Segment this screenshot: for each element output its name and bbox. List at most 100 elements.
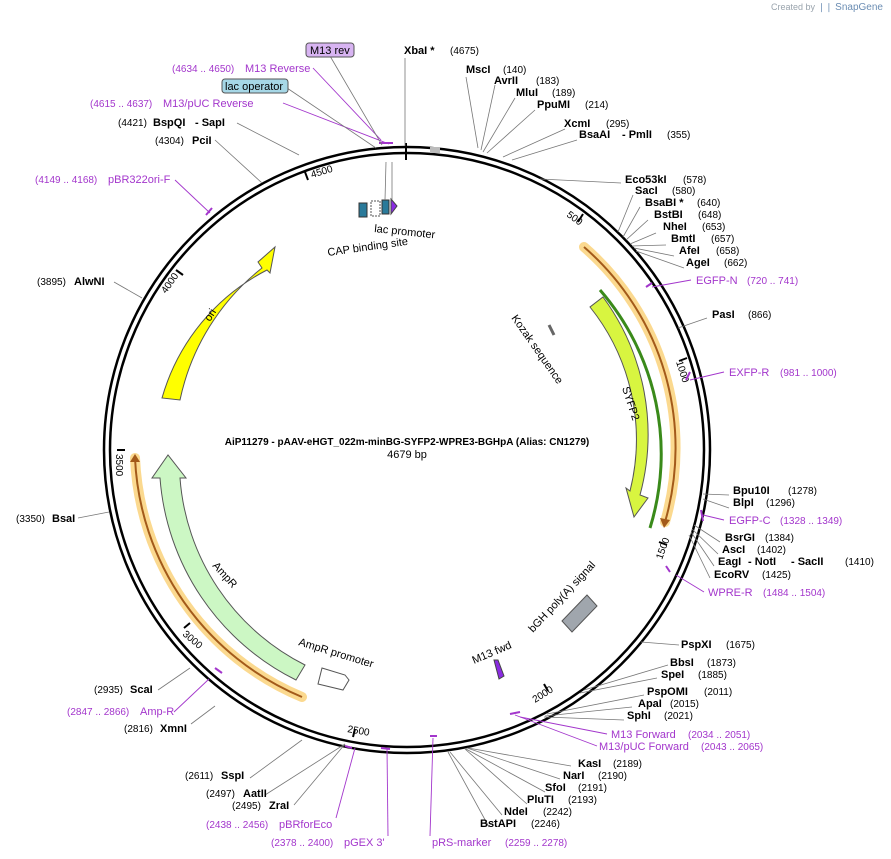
site-label[interactable]: BspQI (153, 117, 185, 129)
site-label[interactable]: PluTI (527, 794, 554, 806)
primer-label[interactable]: M13/pUC Forward (599, 741, 689, 753)
primer-label[interactable]: WPRE-R (708, 587, 753, 599)
site-label[interactable]: SacI (635, 185, 658, 197)
primer-label[interactable]: pBRforEco (279, 819, 332, 831)
site-pos: (1410) (845, 557, 874, 568)
feature-label-ori: ori (202, 307, 219, 324)
primer-pos: (4149 .. 4168) (35, 175, 97, 186)
primer-label[interactable]: pBR322ori-F (108, 174, 171, 186)
site-label[interactable]: BsaBI * (645, 197, 684, 209)
primer-label[interactable]: M13/pUC Reverse (163, 98, 253, 110)
site-label[interactable]: MluI (516, 87, 538, 99)
site-label[interactable]: BlpI (733, 497, 754, 509)
site-label[interactable]: NdeI (504, 806, 528, 818)
site-label[interactable]: EagI (718, 556, 741, 568)
credit-brand: SnapGene (835, 2, 883, 13)
site-label[interactable]: AgeI (686, 257, 710, 269)
site-pos: (1425) (762, 570, 791, 581)
primer-label[interactable]: Amp-R (140, 706, 174, 718)
site-label[interactable]: PciI (192, 135, 212, 147)
lac-promoter-feature[interactable] (370, 200, 381, 217)
primer-label[interactable]: M13 Reverse (245, 63, 310, 75)
restriction-sites: XbaI * (4675) MscI (140) AvrII (183) Mlu… (16, 45, 874, 830)
primer-pos: (4634 .. 4650) (172, 64, 234, 75)
m13-fwd-feature[interactable] (493, 659, 505, 680)
site-label[interactable]: BstBI (654, 209, 683, 221)
site-label[interactable]: XcmI (564, 118, 590, 130)
site-pos: (578) (683, 175, 706, 186)
primer-pos: (4615 .. 4637) (90, 99, 152, 110)
site-pos: (2246) (531, 819, 560, 830)
site-label[interactable]: SpeI (661, 669, 684, 681)
site-label[interactable]: SfoI (545, 782, 566, 794)
site-label[interactable]: AatII (243, 788, 267, 800)
site-label[interactable]: BsrGI (725, 532, 755, 544)
site-label[interactable]: ZraI (269, 800, 289, 812)
primer-label[interactable]: pRS-marker (432, 837, 492, 849)
lac-operator-box[interactable] (221, 78, 289, 94)
site-pos: (2189) (613, 759, 642, 770)
site-label[interactable]: XmnI (160, 723, 187, 735)
boxed-labels: M13 rev lac operator (221, 42, 383, 149)
primer-pos: (2847 .. 2866) (67, 707, 129, 718)
ampr-promoter-feature[interactable] (317, 667, 350, 691)
ampr-feature[interactable] (151, 454, 306, 681)
site-label[interactable]: KasI (578, 758, 601, 770)
site-pos: (640) (697, 198, 720, 209)
site-pos: (580) (672, 186, 695, 197)
syfp2-feature[interactable] (589, 296, 649, 519)
site-label[interactable]: - PmlI (622, 129, 652, 141)
site-label[interactable]: Bpu10I (733, 485, 770, 497)
site-label[interactable]: NarI (563, 770, 584, 782)
site-label[interactable]: BbsI (670, 657, 694, 669)
site-label[interactable]: EcoRV (714, 569, 750, 581)
site-label[interactable]: AvrII (494, 75, 518, 87)
site-pos: (2935) (94, 685, 123, 696)
site-label[interactable]: BmtI (671, 233, 695, 245)
primer-label[interactable]: pGEX 3' (344, 837, 385, 849)
site-label[interactable]: - SacII (791, 556, 823, 568)
site-label[interactable]: Eco53kI (625, 174, 667, 186)
site-pos: (648) (698, 210, 721, 221)
site-label[interactable]: ApaI (638, 698, 662, 710)
site-pos: (2011) (704, 687, 732, 698)
site-label[interactable]: BsaAI (579, 129, 610, 141)
site-label[interactable]: SphI (627, 710, 651, 722)
hatched-region (430, 147, 440, 153)
kozak-feature[interactable] (547, 324, 556, 336)
site-label[interactable]: AscI (722, 544, 745, 556)
site-label[interactable]: PspXI (681, 639, 712, 651)
site-label[interactable]: - NotI (748, 556, 776, 568)
site-label[interactable]: AfeI (679, 245, 700, 257)
site-pos: (4304) (155, 136, 184, 147)
site-label[interactable]: AlwNI (74, 276, 105, 288)
site-label[interactable]: SspI (221, 770, 244, 782)
lac-operator-feature[interactable] (381, 199, 390, 215)
ori-feature[interactable] (161, 245, 276, 401)
primer-label[interactable]: M13 Forward (611, 729, 676, 741)
m13-rev-feature[interactable] (390, 197, 398, 216)
primer-label[interactable]: EXFP-R (729, 367, 769, 379)
site-label[interactable]: ScaI (130, 684, 153, 696)
site-pos: (2242) (543, 807, 572, 818)
site-label[interactable]: BsaI (52, 513, 75, 525)
site-label[interactable]: PspOMI (647, 686, 688, 698)
site-pos: (1296) (766, 498, 795, 509)
bgh-polya-feature[interactable] (561, 594, 598, 633)
site-label[interactable]: XbaI * (404, 45, 435, 57)
site-label[interactable]: NheI (663, 221, 687, 233)
primer-label[interactable]: EGFP-C (729, 515, 771, 527)
site-pos: (1402) (757, 545, 786, 556)
site-label[interactable]: PpuMI (537, 99, 570, 111)
site-label[interactable]: PasI (712, 309, 735, 321)
cap-binding-site-feature[interactable] (358, 202, 368, 218)
site-pos: (295) (606, 119, 629, 130)
primer-label[interactable]: EGFP-N (696, 275, 738, 287)
site-label[interactable]: - SapI (195, 117, 225, 129)
site-label[interactable]: MscI (466, 64, 490, 76)
site-pos: (355) (667, 130, 690, 141)
primer-pos: (2259 .. 2278) (505, 838, 567, 849)
site-label[interactable]: BstAPI (480, 818, 516, 830)
m13-rev-box[interactable] (305, 42, 355, 58)
